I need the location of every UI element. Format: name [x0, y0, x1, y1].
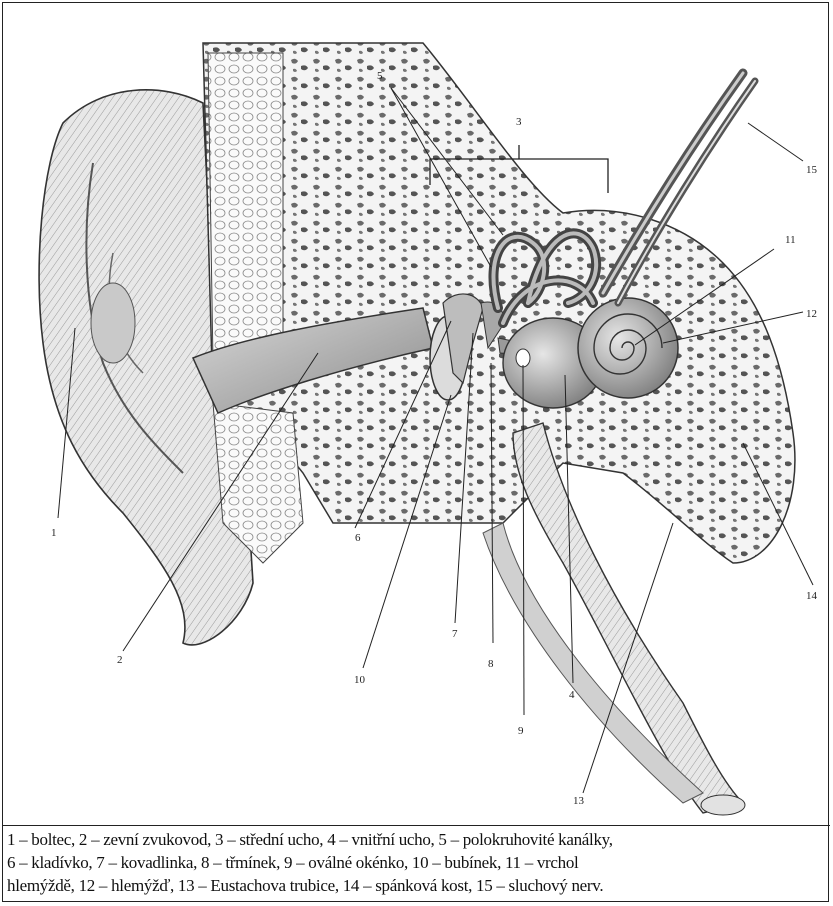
- label-7: 7: [452, 628, 458, 640]
- label-6: 6: [355, 532, 361, 544]
- label-1: 1: [51, 527, 57, 539]
- label-10: 10: [354, 674, 366, 686]
- label-5: 5: [377, 70, 383, 82]
- label-13: 13: [573, 795, 585, 807]
- label-4: 4: [569, 689, 575, 701]
- figure-caption: 1 – boltec, 2 – zevní zvukovod, 3 – stře…: [3, 825, 830, 903]
- label-11: 11: [785, 234, 796, 246]
- label-14: 14: [806, 590, 818, 602]
- label-8: 8: [488, 658, 494, 670]
- label-3: 3: [516, 116, 522, 128]
- caption-line-3: hlemýždě, 12 – hlemýžď, 13 – Eustachova …: [7, 874, 828, 897]
- ear-anatomy-illustration: 1 2 3 4 5 6 7 8 9 10 11 12 13 14 15: [3, 3, 830, 823]
- cochlea-shape: [578, 298, 678, 398]
- caption-line-2: 6 – kladívko, 7 – kovadlinka, 8 – třmíne…: [7, 851, 828, 874]
- caption-line-1: 1 – boltec, 2 – zevní zvukovod, 3 – stře…: [7, 828, 828, 851]
- label-15: 15: [806, 164, 818, 176]
- label-12: 12: [806, 308, 817, 320]
- label-9: 9: [518, 725, 524, 737]
- label-2: 2: [117, 654, 123, 666]
